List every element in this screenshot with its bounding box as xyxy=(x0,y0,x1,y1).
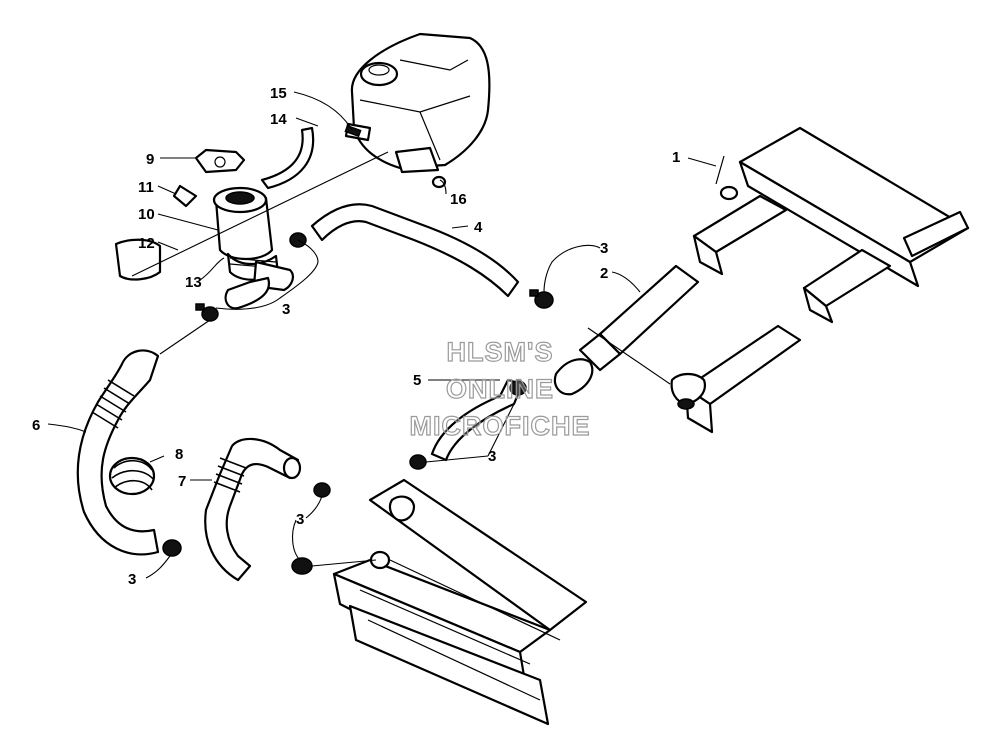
leader-lines xyxy=(47,91,717,579)
hose-5 xyxy=(430,378,524,462)
clamp-8 xyxy=(108,456,156,496)
heat-exchanger-lower xyxy=(670,324,802,434)
callout-2: 2 xyxy=(600,265,608,282)
exhaust-pipe-2 xyxy=(553,264,700,396)
callout-13: 13 xyxy=(185,274,202,291)
callout-3-top-right: 3 xyxy=(600,240,608,257)
canister-assembly xyxy=(114,148,294,310)
callout-4: 4 xyxy=(474,219,483,236)
callout-10: 10 xyxy=(138,206,155,223)
callout-6: 6 xyxy=(32,417,40,434)
callout-8: 8 xyxy=(175,446,183,463)
callout-15: 15 xyxy=(270,85,287,102)
hose-14 xyxy=(260,126,315,190)
callout-1: 1 xyxy=(672,149,680,166)
clamp-3-upper-left xyxy=(195,303,219,322)
callout-16: 16 xyxy=(450,191,467,208)
hose-6 xyxy=(76,349,160,556)
callout-12: 12 xyxy=(138,235,155,252)
callout-3-center: 3 xyxy=(488,448,496,465)
clamp-3-center xyxy=(409,380,527,470)
screw-15 xyxy=(344,124,362,138)
callout-3-hose7: 3 xyxy=(296,511,304,528)
clamp-3-bottom-left xyxy=(162,539,182,557)
clamp-3-top-right xyxy=(529,289,554,309)
hose-4 xyxy=(310,203,520,298)
fitting-16 xyxy=(431,175,447,189)
callout-labels: 1 2 3 3 3 3 3 4 5 6 7 8 9 10 11 12 13 14… xyxy=(32,85,680,588)
callout-5: 5 xyxy=(413,372,421,389)
callout-14: 14 xyxy=(270,111,287,128)
callout-11: 11 xyxy=(138,179,154,196)
callout-3-bottom-left: 3 xyxy=(128,571,136,588)
hose-7 xyxy=(204,437,302,582)
heat-exchanger-1 xyxy=(692,126,970,324)
clamp-3-hose7 xyxy=(291,482,331,575)
coolant-tank xyxy=(344,32,491,174)
callout-3-upper-left: 3 xyxy=(282,301,290,318)
callout-9: 9 xyxy=(146,151,154,168)
tunnel-heat-exchanger xyxy=(332,478,588,726)
callout-7: 7 xyxy=(178,473,186,490)
